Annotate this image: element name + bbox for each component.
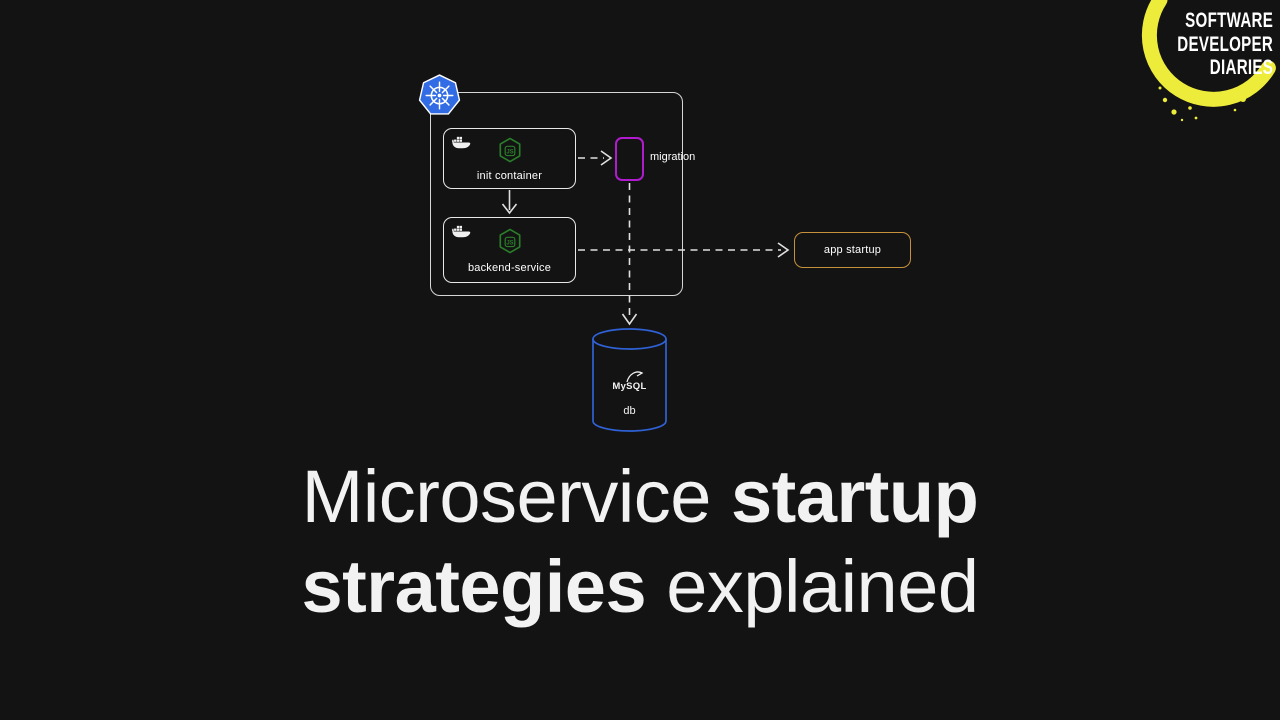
backend-service-label: backend-service — [467, 262, 552, 274]
title-line2-normal: explained — [666, 545, 979, 628]
init-container-label: init container — [476, 170, 543, 182]
app-startup-label: app startup — [823, 244, 882, 256]
init-container-node: JS init container — [443, 128, 576, 189]
title-line-2: strategies explained — [0, 542, 1280, 632]
brand-brush-circle-icon — [1141, 0, 1276, 122]
nodejs-js-glyph: JS — [506, 149, 513, 155]
nodejs-icon: JS — [498, 228, 521, 254]
docker-icon — [452, 136, 471, 149]
paint-splatter-icon — [1158, 86, 1255, 122]
migration-node — [615, 137, 644, 181]
title-line2-bold: strategies — [301, 545, 647, 628]
brand-line-2: DEVELOPER — [1177, 32, 1273, 56]
kubernetes-icon — [418, 74, 461, 115]
title-line1-bold: startup — [731, 455, 979, 538]
brand-mark: SOFTWARE DEVELOPER DIARIES — [1135, 0, 1280, 130]
title-line-1: Microservice startup — [0, 452, 1280, 542]
kubernetes-boundary-box — [430, 92, 683, 296]
brand-wordmark: SOFTWARE DEVELOPER DIARIES — [1177, 9, 1273, 80]
db-engine-label: MySQL — [612, 381, 647, 392]
title-line1-normal: Microservice — [301, 455, 712, 538]
backend-service-node: JS backend-service — [443, 217, 576, 283]
brand-line-1: SOFTWARE — [1185, 9, 1273, 32]
migration-label: migration — [650, 151, 696, 163]
page-title: Microservice startup strategies explaine… — [0, 452, 1280, 632]
app-startup-node: app startup — [794, 232, 911, 268]
nodejs-icon: JS — [498, 137, 521, 163]
brand-line-3: DIARIES — [1209, 56, 1273, 79]
docker-icon — [452, 225, 471, 238]
db-name-label: db — [623, 405, 636, 417]
nodejs-js-glyph: JS — [506, 240, 513, 246]
